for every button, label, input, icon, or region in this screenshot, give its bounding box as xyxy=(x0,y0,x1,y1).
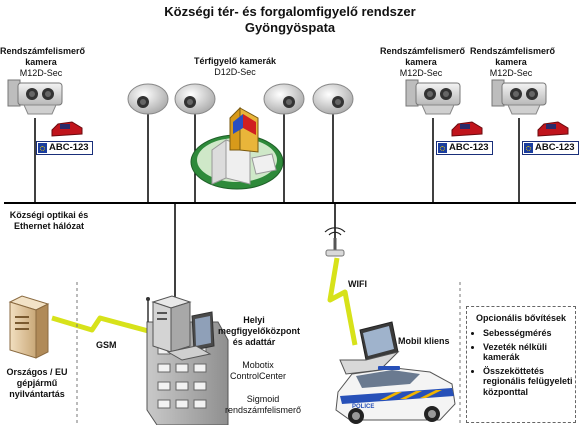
red-car-icon xyxy=(537,121,569,137)
control-center-title: Helyi megfigyelőközpont és adattár xyxy=(218,315,301,347)
red-car-icon xyxy=(451,121,483,137)
gsm-label: GSM xyxy=(96,340,117,350)
dome-camera-icon xyxy=(174,83,216,115)
dome-cameras-label: Térfigyelő kamerák D12D-Sec xyxy=(193,56,277,77)
extensions-list: Sebességmérés Vezeték nélküli kamerák Ös… xyxy=(467,328,575,397)
dome-camera-icon xyxy=(312,83,354,115)
wifi-signal-zigzag xyxy=(327,257,358,346)
diagram-title: Községi tér- és forgalomfigyelő rendszer xyxy=(164,4,416,19)
diagram-subtitle: Gyöngyöspata xyxy=(244,20,336,35)
dome-camera-icon xyxy=(127,83,169,115)
wifi-label: WIFI xyxy=(348,279,367,289)
extension-item: Összeköttetés regionális felügyeleti köz… xyxy=(483,366,575,398)
database-server-icon xyxy=(8,295,50,359)
anpr-camera-label: Rendszámfelismerő kamera M12D-Sec xyxy=(0,46,86,78)
laptop-icon xyxy=(339,321,400,375)
extension-item: Vezeték nélküli kamerák xyxy=(483,342,575,363)
dome-camera-icon xyxy=(263,83,305,115)
control-center-building xyxy=(146,295,229,425)
police-car-text: POLICE xyxy=(352,404,375,410)
eu-flag-icon xyxy=(524,143,533,153)
control-center-software-2: Sigmoid rendszámfelismerő xyxy=(224,394,302,415)
wifi-antenna-icon xyxy=(324,227,346,257)
anpr-camera-label: Rendszámfelismerő kamera M12D-Sec xyxy=(380,46,466,78)
license-plate: ABC-123 xyxy=(522,141,579,155)
database-label: Országos / EU gépjármű nyilvántartás xyxy=(6,367,68,399)
extensions-box: Opcionális bővítések Sebességmérés Vezet… xyxy=(466,306,576,423)
eu-flag-icon xyxy=(38,143,47,153)
license-plate: ABC-123 xyxy=(36,141,93,155)
police-car-icon xyxy=(335,366,456,424)
extension-item: Sebességmérés xyxy=(483,328,575,339)
anpr-camera-icon xyxy=(491,79,547,115)
mobile-client-label: Mobil kliens xyxy=(398,336,450,346)
license-plate: ABC-123 xyxy=(436,141,493,155)
control-center-software-1: Mobotix ControlCenter xyxy=(229,360,287,381)
town-square-illustration xyxy=(190,106,284,190)
anpr-camera-label: Rendszámfelismerő kamera M12D-Sec xyxy=(470,46,556,78)
anpr-camera-icon xyxy=(405,79,461,115)
eu-flag-icon xyxy=(438,143,447,153)
network-label: Községi optikai és Ethernet hálózat xyxy=(9,210,89,231)
red-car-icon xyxy=(51,121,83,137)
anpr-camera-icon xyxy=(7,79,63,115)
gsm-signal-zigzag xyxy=(51,315,153,335)
extensions-title: Opcionális bővítések xyxy=(475,313,567,323)
